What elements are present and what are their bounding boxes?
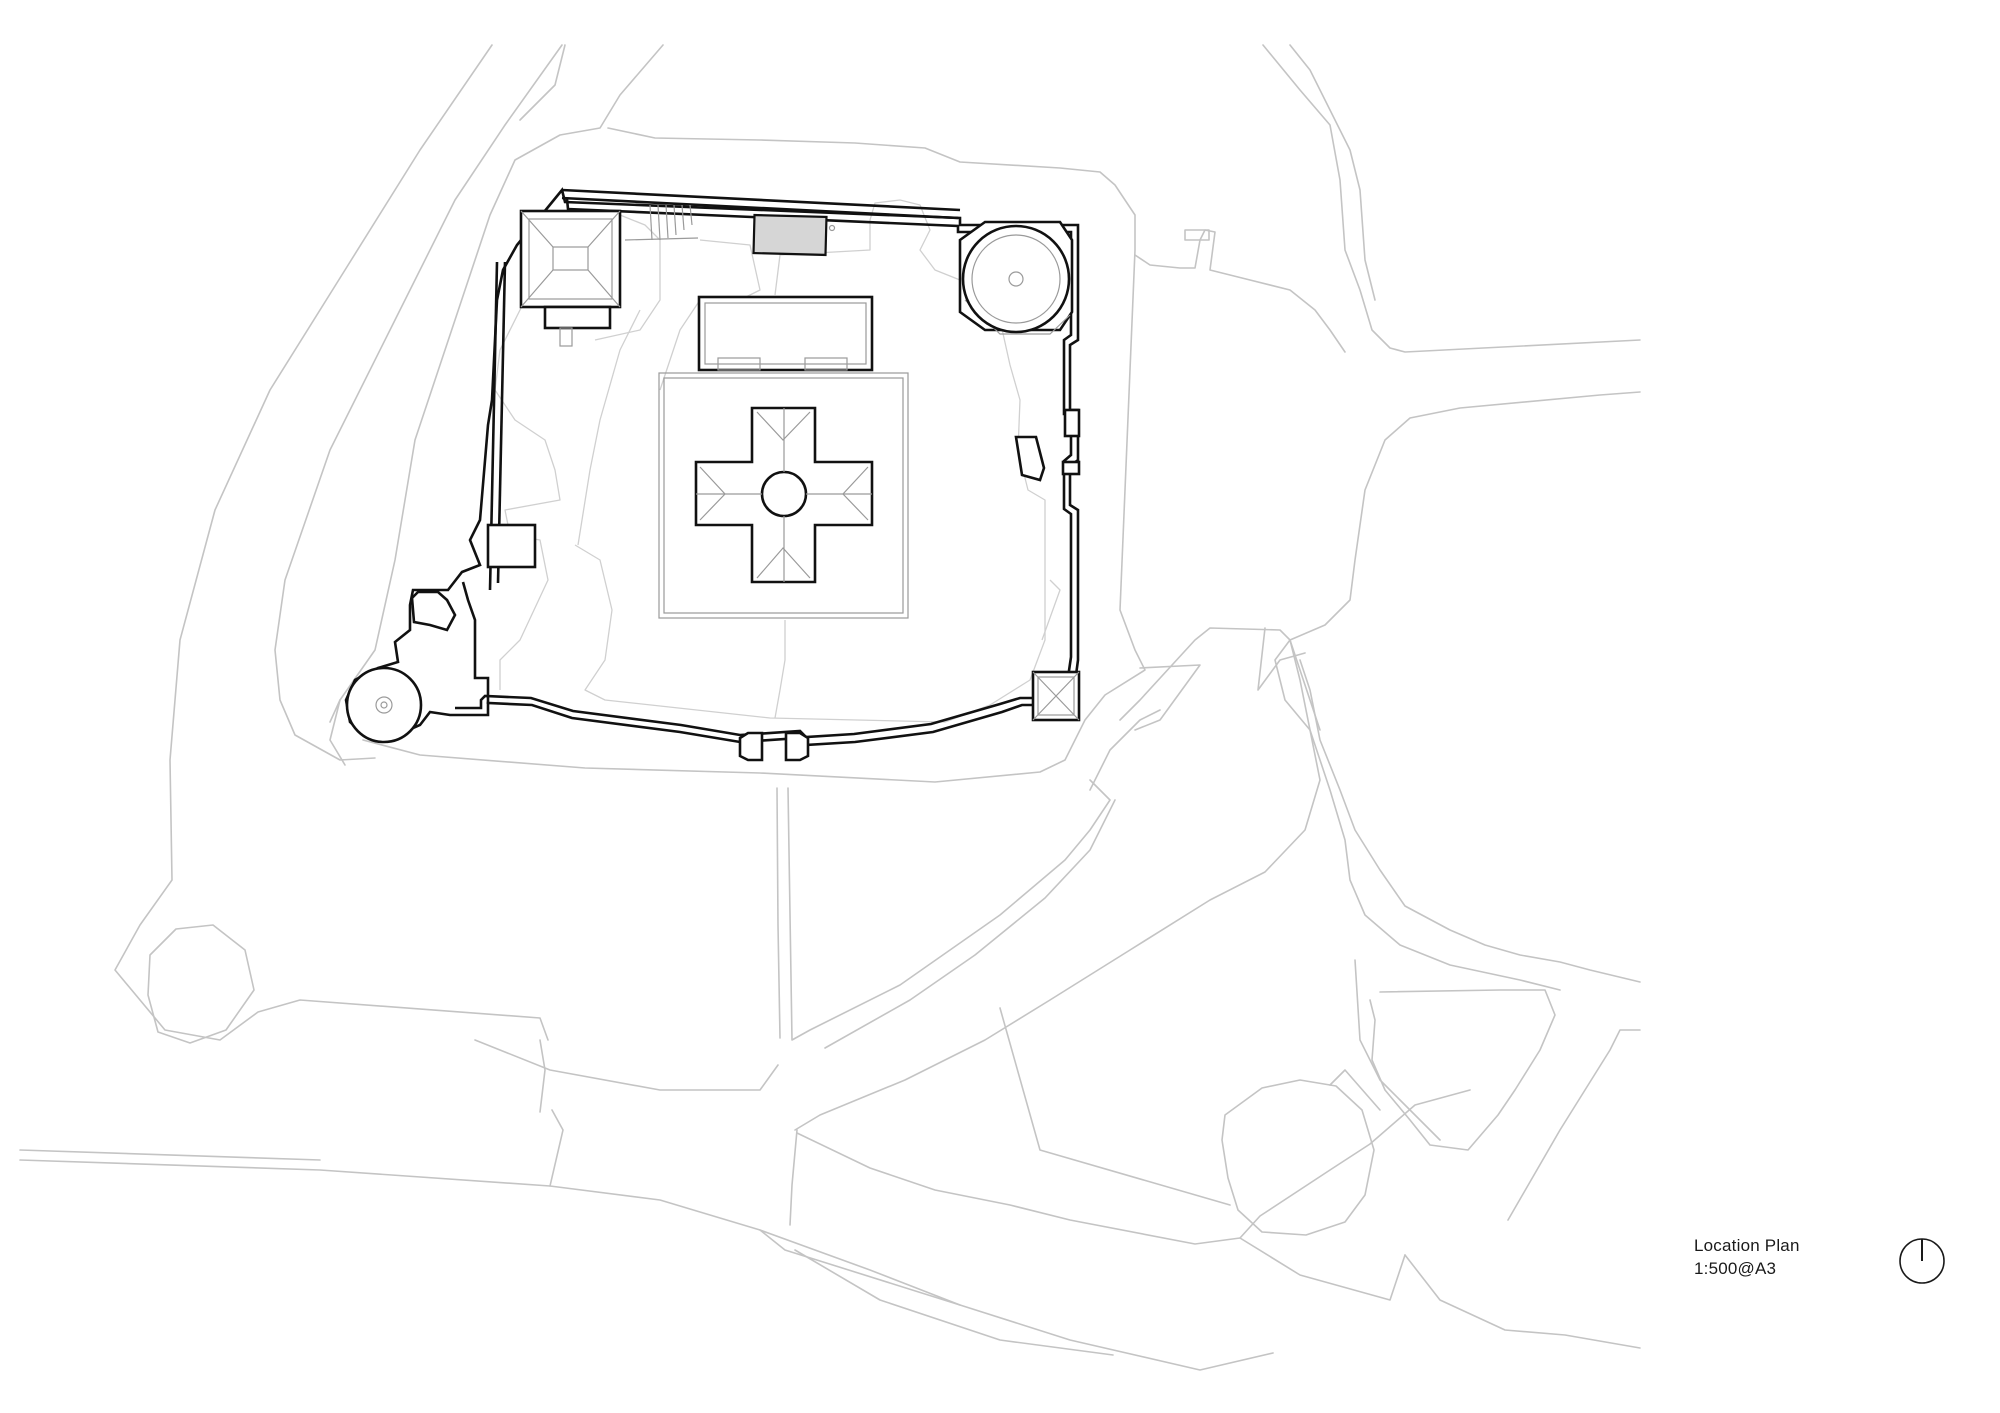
shaded-structure: [752, 213, 828, 257]
south-gatehouse: [738, 731, 810, 762]
castle-structures: [344, 187, 1081, 762]
northwest-square-tower: [519, 209, 622, 309]
southeast-square-tower: [1031, 670, 1081, 722]
site-context-lines: [19, 44, 1641, 1371]
plan-title: Location Plan: [1694, 1236, 1800, 1255]
drawing-legend: Location Plan 1:500@A3: [1694, 1234, 1894, 1280]
cruciform-keep: [694, 406, 874, 584]
west-outbuilding: [486, 523, 537, 569]
curtain-wall-outer: [344, 187, 1080, 747]
southwest-round-tower: [345, 666, 423, 744]
north-arrow-icon: [1899, 1238, 1945, 1284]
northeast-round-tower: [958, 220, 1074, 335]
long-hall: [697, 295, 874, 372]
plan-scale: 1:500@A3: [1694, 1259, 1777, 1278]
keep-enclosure: [658, 372, 909, 619]
entrance-steps: [624, 204, 699, 241]
small-outbuilding: [1014, 435, 1046, 482]
left-wall-tower: [410, 590, 457, 632]
